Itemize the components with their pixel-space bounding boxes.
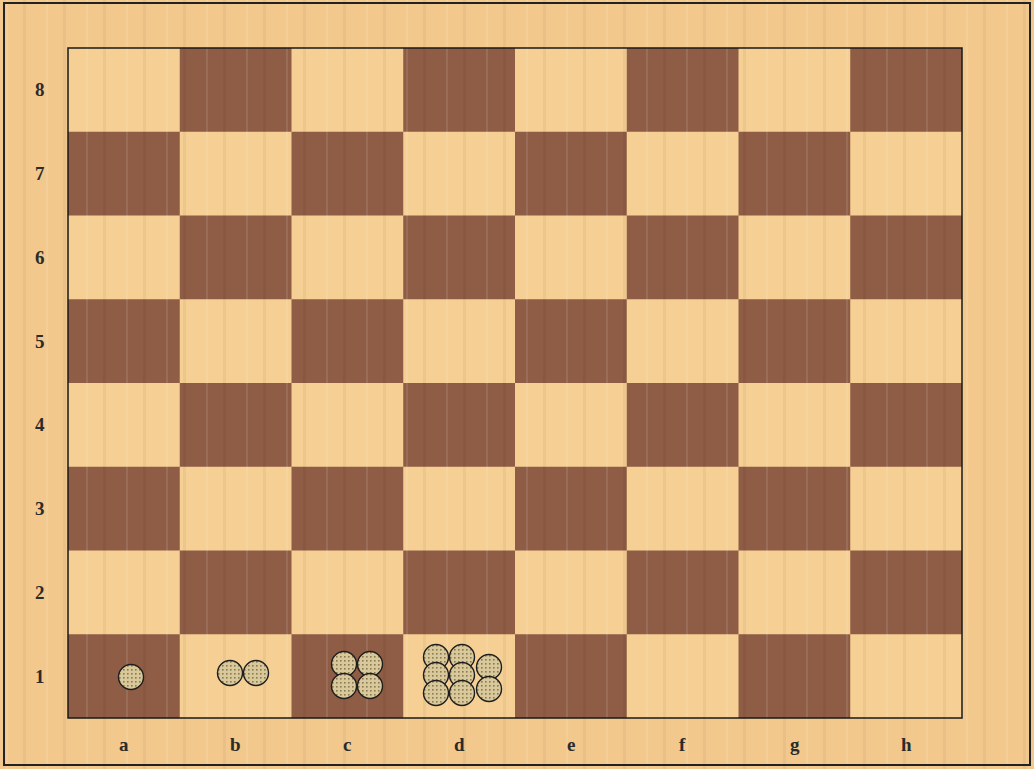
rank-number: 6 [35,248,45,267]
rank-number: 5 [35,332,45,351]
file-letter: h [901,735,912,754]
board-squares [68,48,962,718]
coins-a1 [119,665,144,690]
rank-number: 2 [35,583,45,602]
coins-d1 [424,645,502,706]
file-letter: f [679,735,685,754]
file-letter: g [790,735,800,754]
rank-number: 8 [35,80,45,99]
file-letter: e [567,735,575,754]
file-letter: c [343,735,351,754]
board-grain [68,48,962,718]
file-letter: d [454,735,465,754]
coins-b1 [218,661,269,686]
rank-number: 1 [35,667,45,686]
outer-border [4,3,1030,765]
rank-number: 7 [35,164,45,183]
rank-number: 3 [35,499,45,518]
board-border [68,48,962,718]
coins-c1 [332,652,383,699]
file-letter: b [230,735,241,754]
rank-number: 4 [35,415,45,434]
file-letter: a [119,735,129,754]
